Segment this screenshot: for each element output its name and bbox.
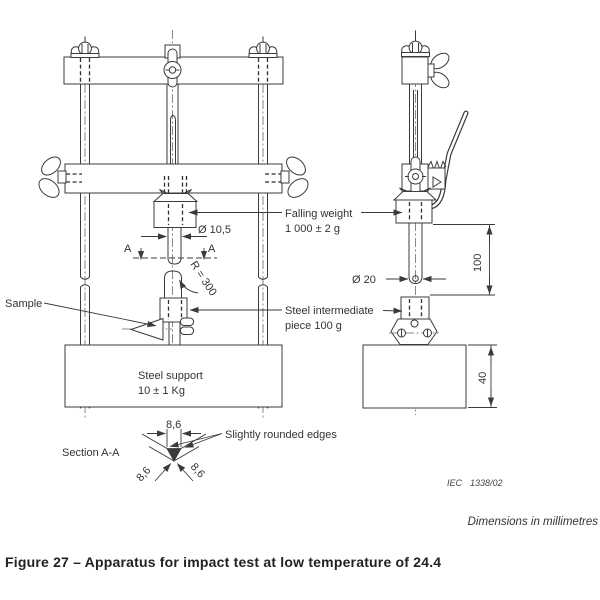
falling-weight-side (395, 199, 433, 224)
intermediate-callout: Steel intermediate piece 100 g (189, 305, 403, 332)
intermediate-piece-side (400, 296, 430, 321)
support-label-line1: Steel support (138, 370, 203, 382)
right-tie-rod-nut (248, 37, 278, 58)
rod-diameter-text: Ø 10,5 (198, 224, 231, 236)
notch-top-width-text: 8,6 (166, 419, 181, 431)
left-tie-rod-nut (70, 37, 100, 58)
steel-support-side (362, 344, 467, 409)
footer: IEC 1338/02 Dimensions in millimetres Fi… (5, 478, 598, 570)
callout-labels: Falling weight 1 000 ± 2 g Steel interme… (5, 208, 403, 332)
pin-diameter-dimension: Ø 20 (352, 274, 446, 286)
wedge-tip (141, 433, 207, 462)
sample-label: Sample (5, 298, 42, 310)
right-wing-nut (265, 156, 309, 198)
section-cut-marks: A A (124, 243, 217, 260)
front-view: Ø 10,5 A A R = 300 (38, 30, 309, 420)
falling-weight-label-line2: 1 000 ± 2 g (285, 223, 340, 235)
notch-right-side-text: 8,6 (188, 461, 207, 480)
intermediate-label-line2: piece 100 g (285, 320, 342, 332)
drop-height-dimension: 100 (430, 224, 495, 296)
section-a-a-detail: Section A-A 8,6 8,6 8,6 Slightly rounded… (62, 419, 337, 484)
clamp-crossbar (64, 163, 283, 194)
sample-callout: Sample (5, 298, 157, 328)
side-striker-pin (408, 223, 423, 285)
rounded-edges-text: Slightly rounded edges (225, 429, 337, 441)
side-rod (409, 84, 422, 164)
falling-weight-callout: Falling weight 1 000 ± 2 g (188, 208, 403, 235)
notch-left-side-text: 8,6 (134, 465, 153, 484)
rounded-edges-callout: Slightly rounded edges (169, 429, 337, 448)
figure-caption: Figure 27 – Apparatus for impact test at… (5, 554, 441, 570)
side-top-nut (401, 31, 430, 57)
latch-spring (427, 159, 447, 172)
units-note: Dimensions in millimetres (468, 516, 599, 528)
side-top-block (401, 56, 429, 85)
rod-diameter-dimension: Ø 10,5 (141, 224, 231, 240)
latch-pawl-block (427, 167, 446, 190)
release-lever (428, 110, 469, 210)
section-mark-a-right: A (208, 243, 216, 255)
striker-tip (164, 270, 182, 298)
pin-diameter-text: Ø 20 (352, 274, 376, 286)
striker-rod (167, 227, 182, 265)
section-mark-a-left: A (124, 243, 132, 255)
iec-reference-number: 1338/02 (470, 478, 503, 488)
steel-support-front: Steel support 10 ± 1 Kg (64, 344, 283, 408)
support-label-line2: 10 ± 1 Kg (138, 385, 185, 397)
hex-clamp-plate (389, 318, 439, 345)
falling-weight-label-line1: Falling weight (285, 208, 352, 220)
striker-radius-text: R = 300 (187, 259, 218, 298)
collet-nut (152, 176, 199, 202)
section-title: Section A-A (62, 447, 120, 459)
intermediate-label-line1: Steel intermediate (285, 305, 374, 317)
side-collet-skirt (392, 187, 438, 201)
guide-eye-bolt (163, 44, 182, 88)
side-view: Ø 20 100 (352, 30, 497, 415)
left-wing-nut (38, 156, 82, 198)
falling-weight-block (153, 201, 197, 228)
support-height-dimension: 40 (468, 344, 497, 408)
striker-radius-callout: R = 300 (179, 259, 219, 298)
drop-height-text: 100 (472, 254, 484, 272)
iec-reference-org: IEC (447, 478, 463, 488)
side-wing-nut (427, 52, 450, 89)
pivot-block (401, 156, 429, 199)
support-height-text: 40 (477, 372, 489, 384)
